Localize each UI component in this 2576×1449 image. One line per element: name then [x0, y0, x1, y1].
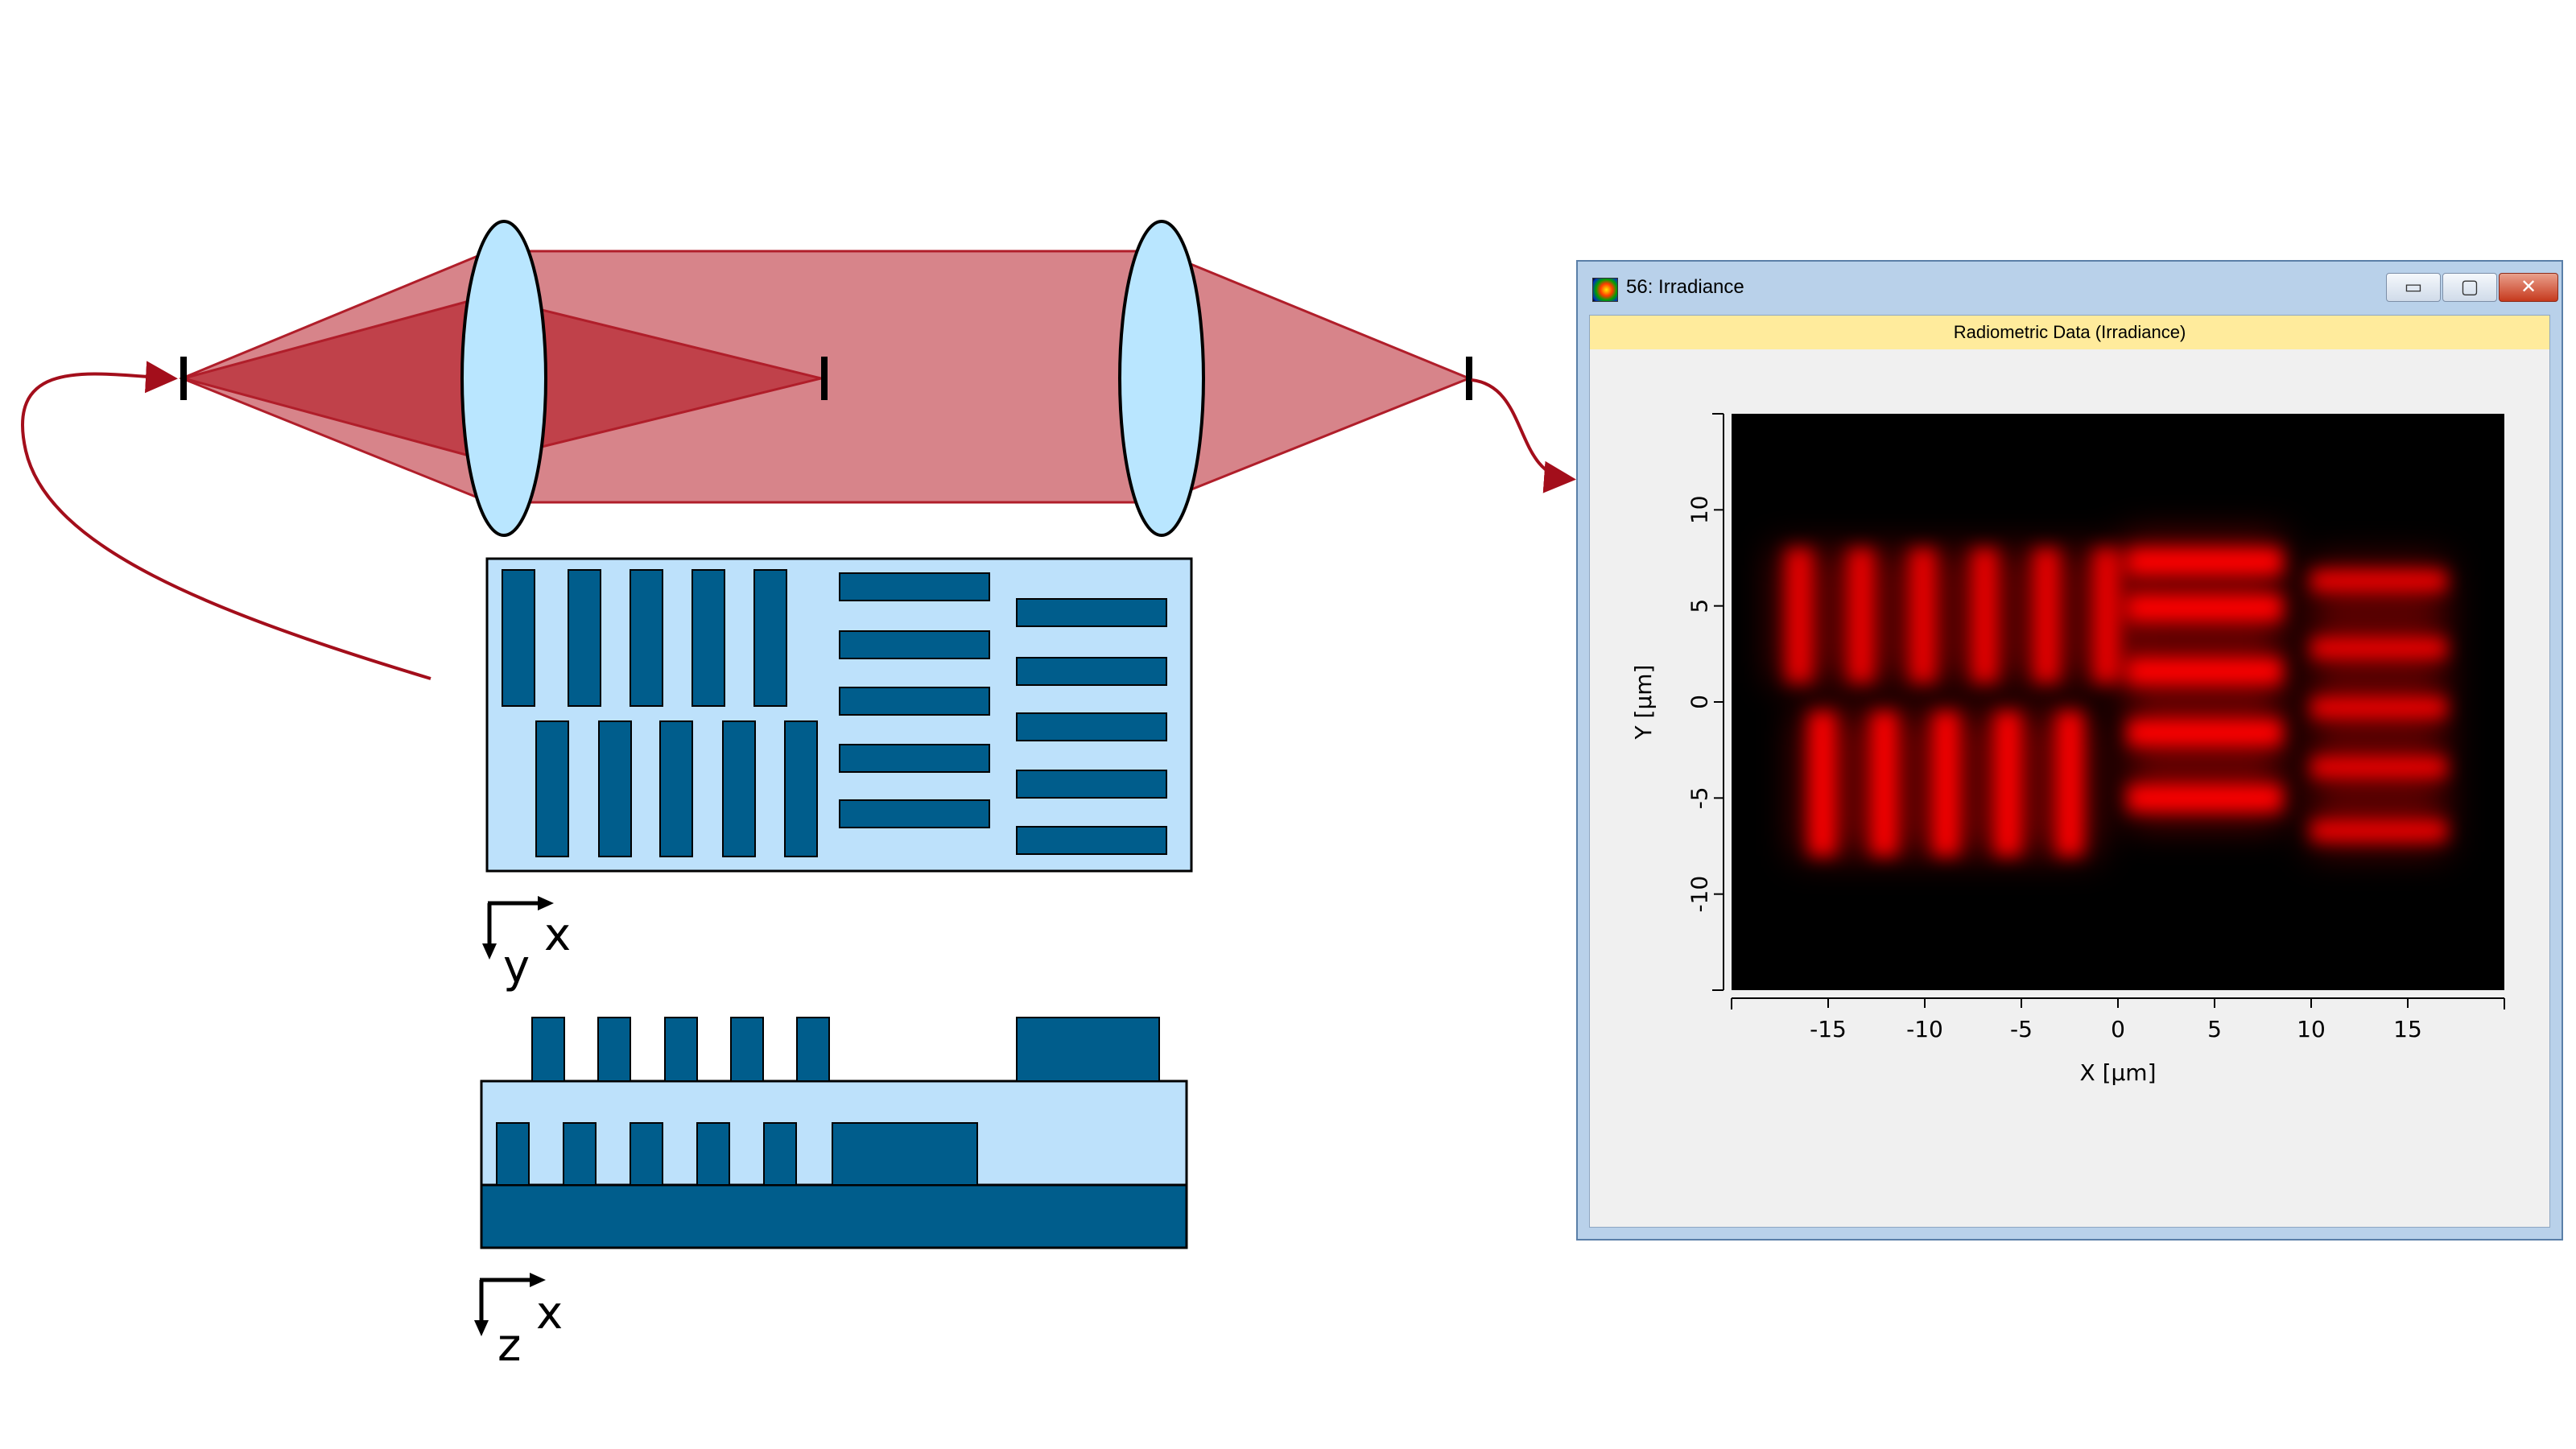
- side-view-axes: x z: [474, 1273, 563, 1372]
- window-title: 56: Irradiance: [1626, 276, 1744, 298]
- y-tick-label: -10: [1686, 876, 1713, 913]
- heatmap-bar: [2311, 638, 2446, 659]
- heatmap-bar: [2033, 548, 2060, 683]
- heatmap-bar: [2128, 719, 2282, 746]
- mask-top-view: [485, 557, 1193, 873]
- x-tick-label: 10: [2297, 1016, 2326, 1042]
- top-view-y-label: y: [503, 941, 530, 993]
- irradiance-window[interactable]: 56: Irradiance ▭ ▢ ✕ Radiometric Data (I…: [1576, 260, 2563, 1241]
- y-tick-label: 0: [1686, 695, 1713, 709]
- x-tick-label: -5: [2010, 1016, 2033, 1042]
- window-client-area: Radiometric Data (Irradiance) -15 -10 -5 0 5…: [1589, 315, 2550, 1228]
- minimize-button[interactable]: ▭: [2386, 273, 2441, 302]
- heatmap-bar: [2311, 819, 2446, 842]
- maximize-icon: ▢: [2460, 275, 2479, 298]
- y-tick-label: 5: [1686, 599, 1713, 613]
- mask-side-view: [480, 1017, 1188, 1249]
- y-tick-label: 10: [1686, 496, 1713, 525]
- beam-outer-cone-right: [1158, 249, 1472, 505]
- heatmap-bar: [1785, 548, 1813, 683]
- y-tick-label: -5: [1686, 786, 1713, 809]
- top-view-axes: x y: [482, 896, 571, 993]
- heatmap-bar: [1971, 548, 1999, 683]
- mask-to-source-arrow: [21, 361, 431, 680]
- heatmap-region-glow: [1772, 548, 2134, 683]
- heatmap-bar: [2092, 548, 2120, 683]
- side-view-x-label: x: [536, 1287, 563, 1340]
- lens-left: [460, 220, 547, 537]
- heatmap-bar: [2128, 784, 2282, 812]
- window-titlebar[interactable]: 56: Irradiance ▭ ▢ ✕: [1578, 262, 2562, 316]
- x-tick-label: -15: [1810, 1016, 1847, 1042]
- x-tick-label: 5: [2207, 1016, 2222, 1042]
- heatmap-bar: [2056, 711, 2083, 856]
- heatmap-bar: [2128, 658, 2282, 685]
- x-tick-label: -10: [1906, 1016, 1943, 1042]
- plot-axes: -15 -10 -5 0 5 10 15 -10 -5 0 5 10: [1686, 413, 2505, 1042]
- heatmap-bar: [2128, 594, 2282, 621]
- heatmap-bar: [2128, 548, 2282, 576]
- maximize-button[interactable]: ▢: [2442, 273, 2497, 302]
- heatmap-bar: [1994, 711, 2021, 856]
- heatmap-bar: [1847, 548, 1875, 683]
- heatmap-bar: [1932, 711, 1960, 856]
- heatmap-bar: [1809, 711, 1836, 856]
- irradiance-app-icon: [1592, 278, 1618, 302]
- side-view-z-label: z: [497, 1319, 521, 1372]
- heatmap-bar: [2311, 757, 2446, 778]
- lens-right: [1118, 220, 1205, 537]
- x-tick-label: 0: [2111, 1016, 2125, 1042]
- close-icon: ✕: [2520, 275, 2537, 298]
- heatmap-bar: [2311, 697, 2446, 719]
- heatmap-bar: [2311, 570, 2446, 592]
- data-header: Radiometric Data (Irradiance): [1590, 316, 2549, 349]
- heatmap-bar: [1870, 711, 1898, 856]
- close-button[interactable]: ✕: [2499, 273, 2558, 302]
- irradiance-plot[interactable]: -15 -10 -5 0 5 10 15 -10 -5 0 5 10 X [µm] Y [µm]: [1590, 349, 2553, 1219]
- x-axis-label: X [µm]: [2079, 1059, 2156, 1086]
- heatmap-bar: [1909, 548, 1937, 683]
- heatmap-bars: [1785, 548, 2446, 856]
- top-view-x-label: x: [544, 909, 571, 961]
- x-tick-label: 15: [2393, 1016, 2422, 1042]
- minimize-icon: ▭: [2404, 275, 2423, 298]
- y-axis-label: Y [µm]: [1630, 665, 1657, 741]
- detector-to-window-arrow: [1471, 378, 1576, 493]
